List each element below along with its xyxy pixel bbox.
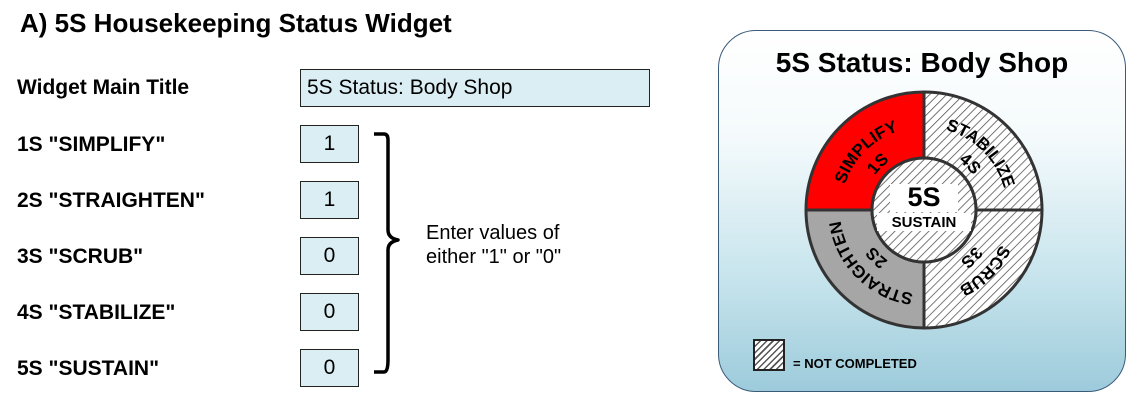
not-completed-legend-swatch (753, 339, 785, 371)
row-label-5s: 5S "SUSTAIN" (17, 357, 160, 380)
value-input-4s[interactable] (300, 293, 359, 331)
value-hint: Enter values of either "1" or "0" (426, 222, 562, 268)
value-input-5s[interactable] (300, 349, 359, 387)
widget-title: 5S Status: Body Shop (775, 47, 1069, 78)
center-label-5s: 5S (907, 182, 940, 212)
row-label-1s: 1S "SIMPLIFY" (17, 133, 166, 156)
widget-title-input[interactable] (300, 69, 650, 107)
row-label-4s: 4S "STABILIZE" (17, 301, 176, 324)
legend-text: = NOT COMPLETED (793, 356, 917, 371)
section-title: A) 5S Housekeeping Status Widget (20, 8, 452, 38)
value-input-1s[interactable] (300, 125, 359, 163)
input-group-bracket (374, 132, 400, 374)
row-label-2s: 2S "STRAIGHTEN" (17, 189, 205, 212)
value-input-3s[interactable] (300, 237, 359, 275)
center-label-sustain: SUSTAIN (892, 214, 957, 231)
value-input-2s[interactable] (300, 181, 359, 219)
status-widget: 5S Status: Body Shop SIMPLIFY 1S STABILI… (718, 30, 1126, 392)
row-label-3s: 3S "SCRUB" (17, 245, 144, 268)
five-s-wheel: SIMPLIFY 1S STABILIZE 4S SCRUB 3S STRAIG… (804, 90, 1044, 330)
widget-title-label: Widget Main Title (17, 76, 190, 99)
